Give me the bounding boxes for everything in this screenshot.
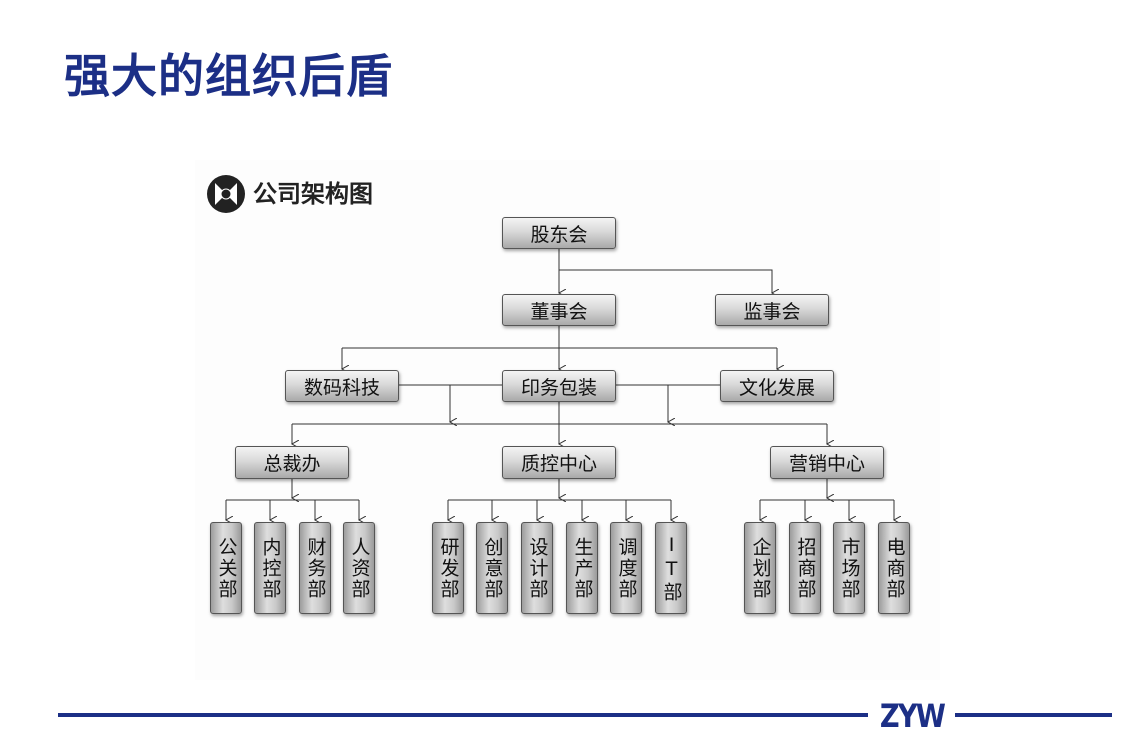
node-marketing-center: 营销中心 bbox=[770, 446, 884, 479]
node-board-of-supervisors: 监事会 bbox=[715, 294, 829, 326]
dept-it: IT部 bbox=[655, 522, 687, 614]
node-president-office: 总裁办 bbox=[235, 446, 349, 479]
dept-production: 生产部 bbox=[566, 522, 598, 614]
node-culture-development: 文化发展 bbox=[720, 370, 834, 402]
dept-research: 研发部 bbox=[432, 522, 464, 614]
dept-market: 市场部 bbox=[833, 522, 865, 614]
node-shareholders-meeting: 股东会 bbox=[502, 217, 616, 249]
dept-creative: 创意部 bbox=[476, 522, 508, 614]
page-title: 强大的组织后盾 bbox=[64, 49, 393, 103]
dept-finance: 财务部 bbox=[299, 522, 331, 614]
dept-investment-promotion: 招商部 bbox=[789, 522, 821, 614]
dept-planning: 企划部 bbox=[744, 522, 776, 614]
dept-ecommerce: 电商部 bbox=[878, 522, 910, 614]
node-digital-tech: 数码科技 bbox=[285, 370, 399, 402]
node-board-of-directors: 董事会 bbox=[502, 294, 616, 326]
dept-internal-control: 内控部 bbox=[254, 522, 286, 614]
footer-rule-right bbox=[955, 713, 1112, 717]
dept-dispatch: 调度部 bbox=[610, 522, 642, 614]
node-printing-packaging: 印务包装 bbox=[502, 370, 616, 402]
node-quality-control-center: 质控中心 bbox=[502, 446, 616, 479]
company-logo-icon bbox=[207, 175, 245, 213]
dept-public-relations: 公关部 bbox=[210, 522, 242, 614]
footer-rule-left bbox=[58, 713, 868, 717]
dept-design: 设计部 bbox=[521, 522, 553, 614]
dept-human-resources: 人资部 bbox=[343, 522, 375, 614]
chart-label: 公司架构图 bbox=[253, 180, 373, 208]
footer-brand-logo: ZYW bbox=[879, 697, 946, 735]
